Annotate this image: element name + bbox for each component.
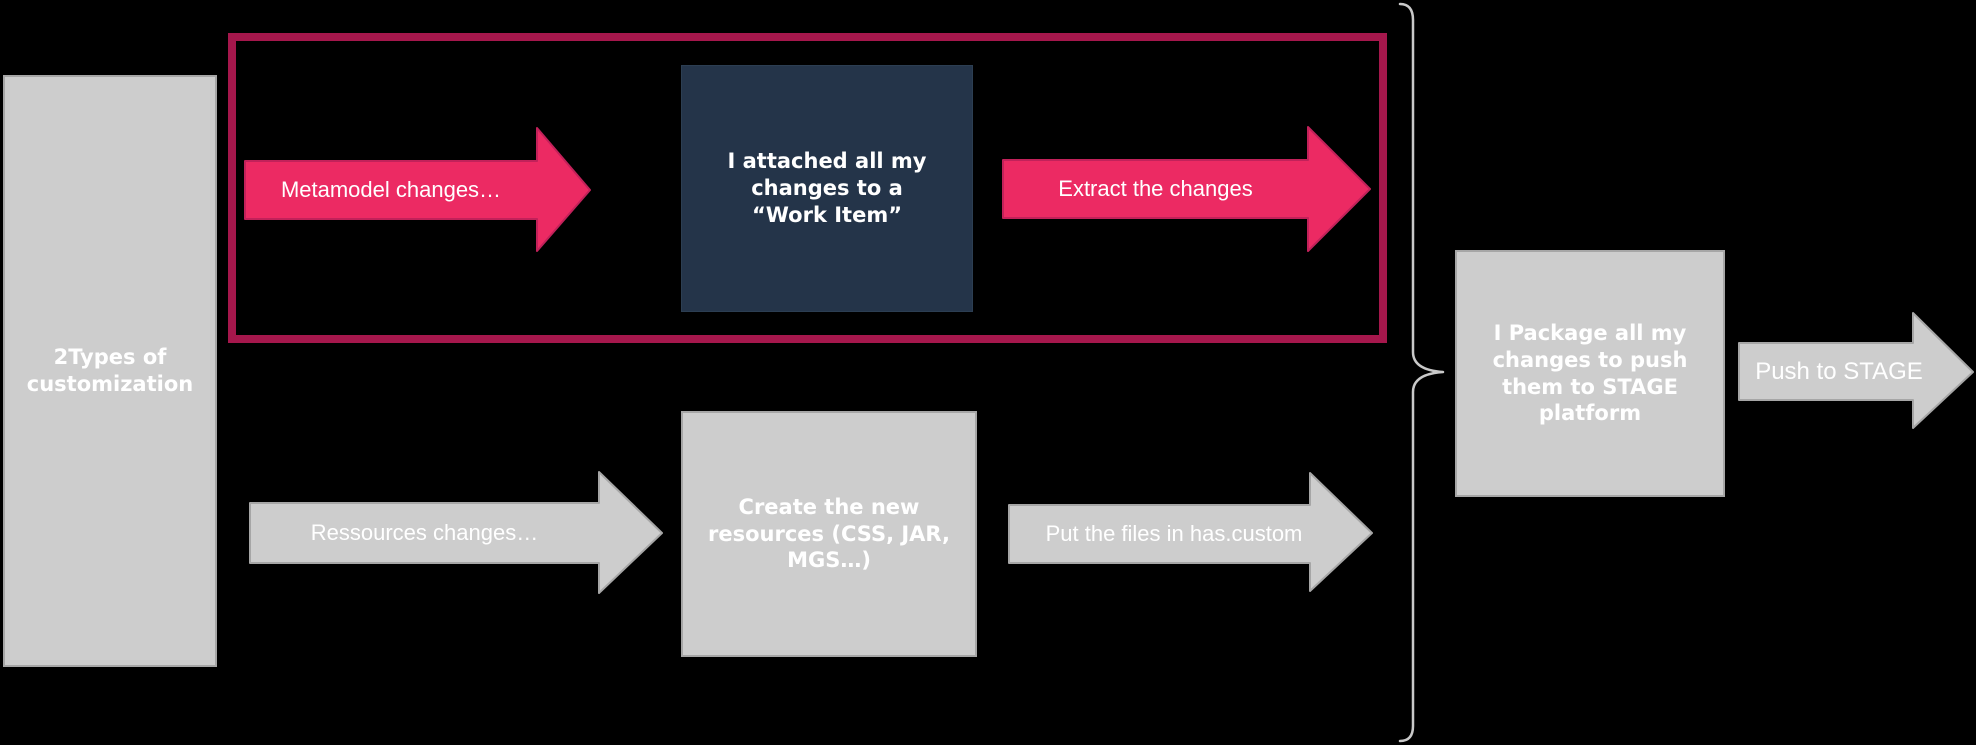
right-arrow-shape — [1738, 312, 1974, 429]
merge-brace — [1398, 2, 1445, 743]
package-changes-box: I Package all my changes to push them to… — [1455, 250, 1725, 497]
extract-changes-arrow — [1002, 126, 1371, 252]
right-brace-shape — [1398, 2, 1445, 743]
push-to-stage-arrow-label: Push to STAGE — [1755, 357, 1923, 385]
ressources-changes-arrow — [249, 471, 663, 594]
work-item-box: I attached all my changes to a “Work Ite… — [681, 65, 973, 312]
right-arrow-shape — [1008, 472, 1373, 592]
put-files-arrow-label: Put the files in has.custom — [1045, 521, 1303, 546]
push-to-stage-arrow — [1738, 312, 1974, 429]
create-resources-box: Create the new resources (CSS, JAR, MGS…… — [681, 411, 977, 657]
right-arrow-shape — [1002, 126, 1371, 252]
package-changes-box-label: I Package all my changes to push them to… — [1492, 320, 1688, 426]
metamodel-changes-arrow-label: Metamodel changes… — [280, 177, 502, 202]
right-arrow-shape — [244, 127, 591, 252]
extract-changes-arrow-label: Extract the changes — [1058, 176, 1253, 201]
right-arrow-shape — [249, 471, 663, 594]
metamodel-flow-highlight-frame — [228, 33, 1387, 343]
work-item-box-label: I attached all my changes to a “Work Ite… — [727, 149, 927, 227]
metamodel-changes-arrow — [244, 127, 591, 252]
create-resources-box-label: Create the new resources (CSS, JAR, MGS…… — [708, 494, 950, 573]
ressources-changes-arrow-label: Ressources changes… — [310, 520, 539, 545]
types-of-customization-box: 2Types of customization — [3, 75, 217, 667]
put-files-arrow — [1008, 472, 1373, 592]
types-of-customization-label: 2Types of customization — [26, 345, 194, 396]
